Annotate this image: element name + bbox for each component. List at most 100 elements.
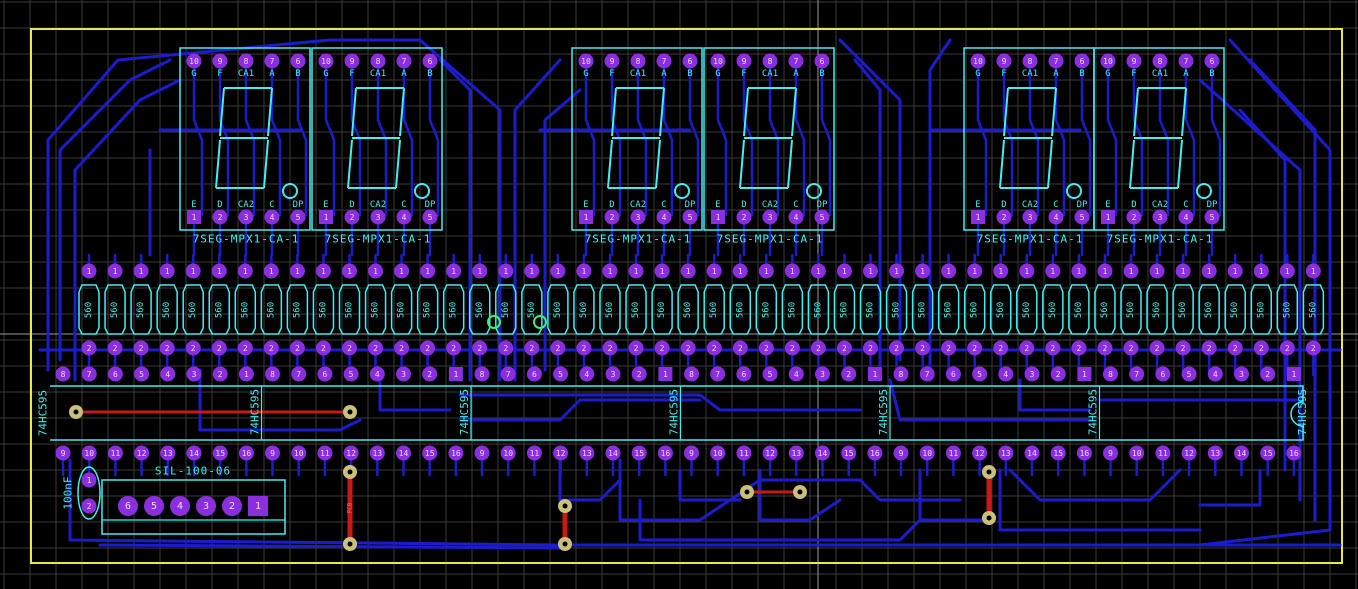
pad-label: 2 (1155, 344, 1160, 353)
pad (602, 263, 618, 279)
pin-name: A (401, 69, 407, 79)
pad-label: 4 (1184, 213, 1189, 222)
pin-name: G (583, 69, 588, 79)
resistor-outline (1172, 284, 1194, 335)
pad-label: 12 (556, 449, 566, 458)
track (758, 468, 842, 522)
pad-label: 5 (688, 213, 693, 222)
pad-label: 3 (401, 370, 406, 379)
pad (472, 263, 488, 279)
pad (972, 445, 988, 461)
pad (344, 209, 360, 225)
pad (762, 366, 778, 382)
display-ref: 7SEG-MPX1-CA-1 (977, 233, 1084, 246)
segment (1181, 87, 1187, 137)
pad (1048, 53, 1064, 69)
pad-label: 12 (765, 449, 775, 458)
pad-label: 8 (768, 57, 773, 66)
pad (317, 445, 333, 461)
track (270, 60, 282, 217)
track (428, 60, 440, 217)
pad (941, 263, 957, 279)
resistor-outline (208, 284, 230, 335)
pad (474, 445, 490, 461)
segment (1129, 139, 1135, 189)
pad-label: 8 (270, 370, 275, 379)
pad (134, 366, 150, 382)
pin-name: E (323, 200, 328, 210)
jumper-label: PCB (347, 502, 354, 513)
pad-label: 1 (972, 267, 977, 276)
track (820, 60, 832, 217)
pad (1279, 340, 1295, 356)
resistor-outline (807, 284, 830, 335)
track (1080, 60, 1092, 217)
track (794, 60, 806, 217)
track (716, 60, 728, 217)
pad (159, 263, 175, 279)
pad-square (658, 367, 673, 381)
pin-name: B (295, 69, 300, 79)
segment (347, 139, 353, 189)
segment (791, 87, 797, 137)
pad-label: 2 (1050, 344, 1055, 353)
pad-label: 5 (768, 370, 773, 379)
pin-name: B (427, 69, 432, 79)
segment (399, 87, 405, 137)
resistor-outline (234, 284, 257, 335)
pin-name: A (661, 69, 667, 79)
pad-label: 10 (321, 57, 331, 66)
pad-label: 9 (899, 449, 904, 458)
pad-label: 1 (243, 267, 248, 276)
pad (788, 53, 804, 69)
resistor-outline (625, 284, 647, 335)
segment (659, 87, 665, 137)
capacitor-label: 100nF (62, 476, 75, 509)
track (1248, 58, 1317, 522)
pad-label: 4 (584, 370, 589, 379)
pin-name: B (1209, 69, 1214, 79)
pad-label: 2 (764, 344, 769, 353)
pad (368, 263, 384, 279)
segment (787, 139, 793, 189)
pad (788, 445, 804, 461)
pad (107, 366, 123, 382)
pad-label: 4 (1054, 213, 1059, 222)
pad-label: 2 (1233, 344, 1238, 353)
resistor-value: 560 (683, 302, 693, 318)
track (584, 60, 596, 217)
pad-label: 11 (111, 449, 121, 458)
pad-label: 1 (738, 267, 743, 276)
resistor-outline (937, 284, 960, 335)
ic-row-outline (50, 385, 1304, 441)
pad-label: 1 (582, 267, 587, 276)
pin-name: CA1 (370, 69, 386, 79)
pad (915, 263, 931, 279)
pad-label: 7 (270, 57, 275, 66)
pad-label: 8 (61, 370, 66, 379)
pad-label: 1 (686, 267, 691, 276)
pad (656, 53, 672, 69)
pin-name: D (1001, 200, 1006, 210)
pad (342, 263, 357, 279)
pad (631, 445, 647, 461)
track (678, 468, 742, 502)
pad-label: 7 (296, 370, 301, 379)
pad (1227, 340, 1243, 356)
pad-label: 8 (899, 370, 904, 379)
pad-label: 1 (425, 267, 430, 276)
pad (1024, 366, 1040, 382)
pad-label: 5 (820, 213, 825, 222)
resistor-value: 560 (1100, 302, 1110, 318)
pad (1178, 53, 1194, 69)
pad (1050, 366, 1066, 382)
pad (1019, 340, 1035, 356)
pad-label: 1 (1311, 267, 1316, 276)
resistor-value: 560 (944, 302, 954, 318)
pad-label: 13 (1001, 449, 1011, 458)
pad-label: 2 (243, 344, 248, 353)
ic-label: 74HC595 (1087, 389, 1100, 435)
pad (605, 445, 621, 461)
pad-square (1101, 210, 1115, 224)
pad (420, 340, 436, 356)
